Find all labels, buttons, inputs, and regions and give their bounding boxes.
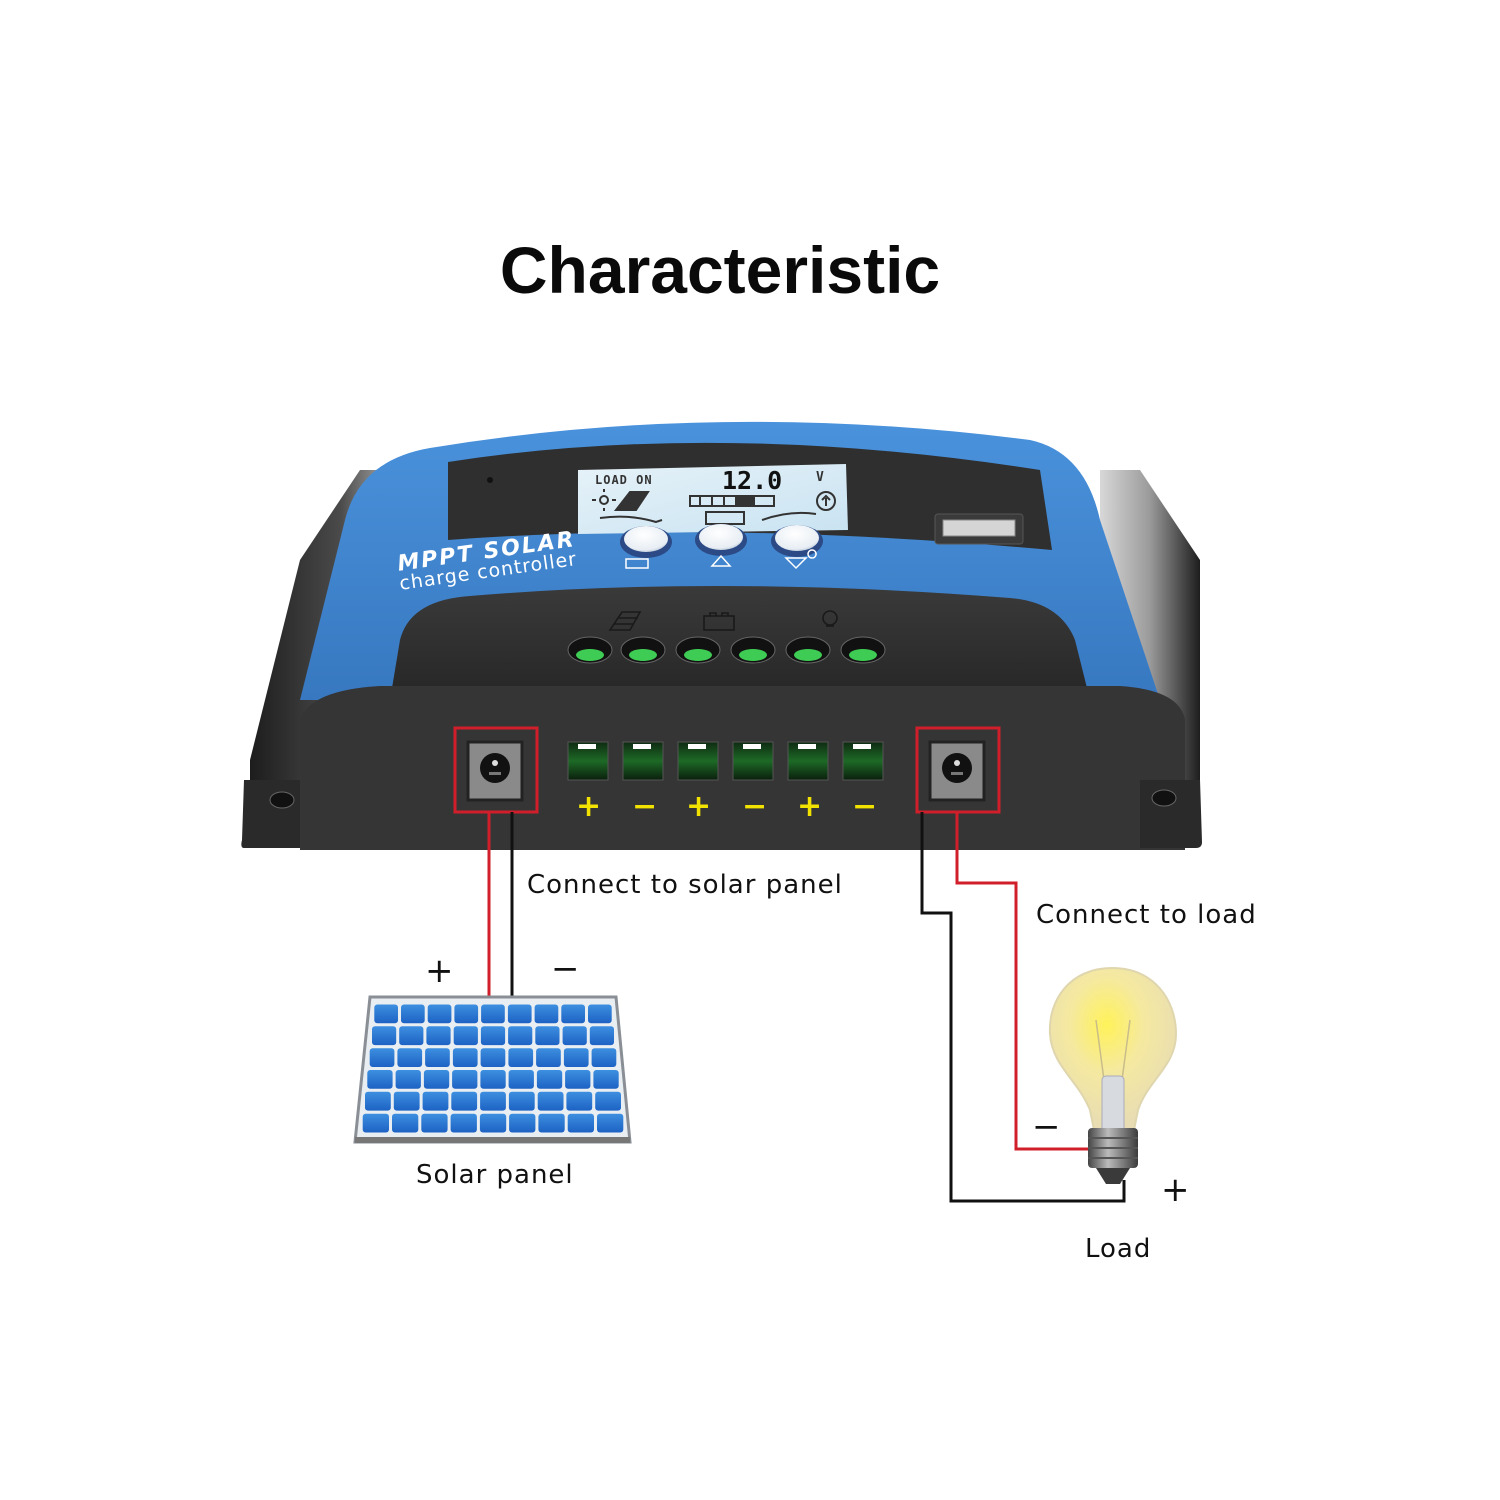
lcd-voltage-unit: V bbox=[816, 470, 824, 485]
menu-button[interactable] bbox=[622, 524, 670, 554]
terminal-sign-2: − bbox=[632, 789, 658, 824]
solar-panel-label: Solar panel bbox=[416, 1160, 574, 1190]
solar-connection-caption: Connect to solar panel bbox=[527, 870, 843, 900]
load-connection-caption: Connect to load bbox=[1036, 900, 1257, 930]
terminal-sign-3: + bbox=[686, 789, 712, 824]
solar-minus-sign: − bbox=[551, 949, 580, 989]
terminal-group-icons bbox=[608, 610, 838, 631]
load-plus-sign: + bbox=[1161, 1170, 1190, 1210]
solar-plus-sign: + bbox=[425, 951, 454, 991]
top-screw-holes bbox=[567, 636, 886, 664]
plus-button[interactable] bbox=[697, 522, 745, 552]
terminal-sign-1: + bbox=[576, 789, 602, 824]
page-title: Characteristic bbox=[499, 233, 941, 307]
terminal-sign-4: − bbox=[742, 789, 768, 824]
load-minus-sign: − bbox=[1032, 1107, 1061, 1147]
solar-dc-jack bbox=[466, 740, 524, 802]
load-negative-wire bbox=[955, 812, 1088, 1151]
solar-cells bbox=[362, 1004, 624, 1133]
control-buttons bbox=[620, 524, 823, 570]
lcd-voltage-readout: 12.0 bbox=[722, 466, 783, 495]
indicator-led bbox=[487, 477, 493, 483]
load-positive-wire bbox=[920, 812, 1126, 1203]
terminal-sign-5: + bbox=[797, 789, 823, 824]
lcd-status-text: LOAD ON bbox=[595, 473, 653, 487]
front-terminal-blocks bbox=[567, 741, 884, 781]
minus-bulb-button[interactable] bbox=[773, 523, 821, 553]
solar-jack-highlight bbox=[453, 726, 539, 814]
lcd-icons bbox=[592, 489, 836, 525]
light-bulb-icon bbox=[1048, 966, 1178, 1184]
load-label: Load bbox=[1085, 1234, 1152, 1264]
terminal-sign-6: − bbox=[852, 789, 878, 824]
load-dc-jack bbox=[928, 740, 986, 802]
